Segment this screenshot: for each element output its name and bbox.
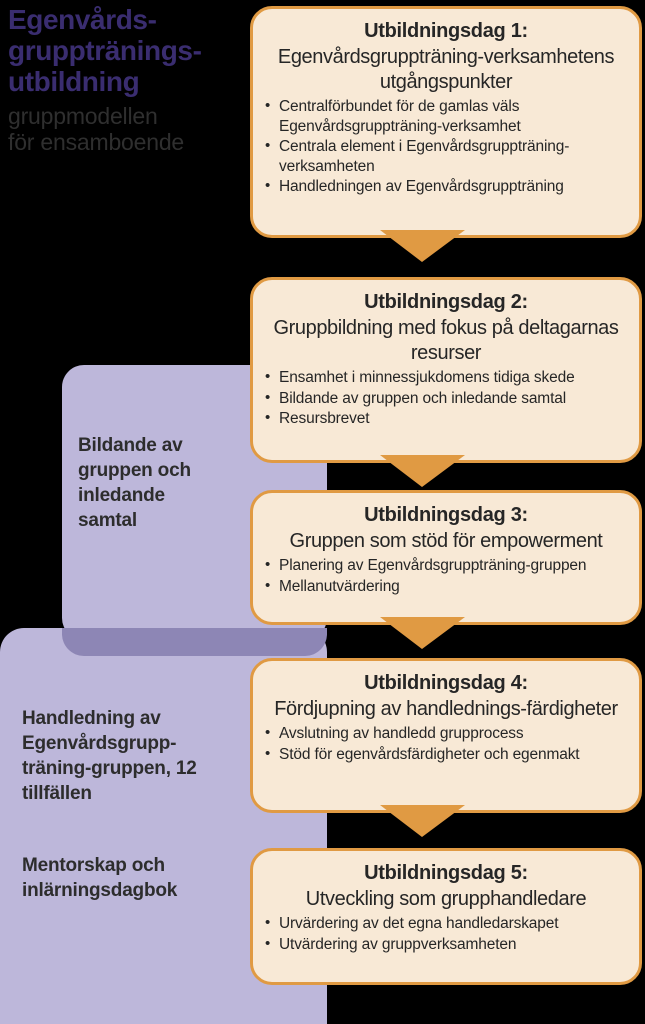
side-panel-label-bildande: Bildande av gruppen och inledande samtal bbox=[78, 435, 191, 531]
flow-box-title: Utbildningsdag 5: bbox=[364, 862, 528, 884]
flow-box-day-2: Utbildningsdag 2: Gruppbildning med foku… bbox=[250, 277, 642, 463]
flow-box-day-3: Utbildningsdag 3: Gruppen som stöd för e… bbox=[250, 490, 642, 625]
bullet-item: Centralförbundet för de gamlas väls Egen… bbox=[263, 96, 629, 136]
bullet-item: Ensamhet i minnessjukdomens tidiga skede bbox=[263, 367, 629, 388]
bullet-item: Stöd för egenvårdsfärdigheter och egenma… bbox=[263, 744, 629, 765]
bullet-item: Planering av Egenvårdsgruppträning-grupp… bbox=[263, 555, 629, 576]
title-block: Egenvårds-grupptränings-utbildning grupp… bbox=[8, 4, 244, 155]
flow-box-day-4: Utbildningsdag 4: Fördjupning av handled… bbox=[250, 658, 642, 813]
bullet-item: Handledningen av Egenvårdsgruppträning bbox=[263, 176, 629, 197]
bullet-item: Avslutning av handledd grupprocess bbox=[263, 723, 629, 744]
flow-box-subtitle: Egenvårdsgruppträning-verksamhetens utgå… bbox=[277, 46, 615, 93]
flow-box-title: Utbildningsdag 1: bbox=[364, 20, 528, 42]
bullet-item: Urvärdering av det egna handledarskapet bbox=[263, 913, 629, 934]
side-panel-overlap-band bbox=[62, 628, 327, 656]
flow-box-title: Utbildningsdag 3: bbox=[364, 504, 528, 526]
bullet-item: Bildande av gruppen och inledande samtal bbox=[263, 388, 629, 409]
flow-box-bullets: Avslutning av handledd grupprocessStöd f… bbox=[263, 723, 629, 765]
flow-box-day-5: Utbildningsdag 5: Utveckling som gruppha… bbox=[250, 848, 642, 985]
flow-box-bullets: Ensamhet i minnessjukdomens tidiga skede… bbox=[263, 367, 629, 429]
flow-box-title: Utbildningsdag 2: bbox=[364, 291, 528, 313]
bullet-item: Utvärdering av gruppverksamheten bbox=[263, 934, 629, 955]
flow-box-bullets: Urvärdering av det egna handledarskapetU… bbox=[263, 913, 629, 955]
flow-box-bullets: Planering av Egenvårdsgruppträning-grupp… bbox=[263, 555, 629, 597]
flow-box-title: Utbildningsdag 4: bbox=[364, 672, 528, 694]
flow-box-bullets: Centralförbundet för de gamlas väls Egen… bbox=[263, 96, 629, 197]
side-panel-label-mentorskap: Mentorskap och inlärningsdagbok bbox=[22, 855, 178, 901]
bullet-item: Centrala element i Egenvårdsgruppträning… bbox=[263, 136, 629, 176]
flow-box-subtitle: Utveckling som grupphandledare bbox=[305, 888, 587, 910]
flow-box-subtitle: Fördjupning av handlednings-färdigheter bbox=[274, 698, 618, 720]
page-title: Egenvårds-grupptränings-utbildning bbox=[8, 4, 202, 97]
flow-box-subtitle: Gruppbildning med fokus på deltagarnas r… bbox=[273, 317, 619, 364]
bullet-item: Resursbrevet bbox=[263, 408, 629, 429]
side-panel-label-handledning: Handledning av Egenvårdsgrupp-träning-gr… bbox=[22, 708, 197, 804]
flow-box-subtitle: Gruppen som stöd för empowerment bbox=[289, 530, 603, 552]
flow-box-day-1: Utbildningsdag 1: Egenvårdsgruppträning-… bbox=[250, 6, 642, 238]
bullet-item: Mellanutvärdering bbox=[263, 576, 629, 597]
